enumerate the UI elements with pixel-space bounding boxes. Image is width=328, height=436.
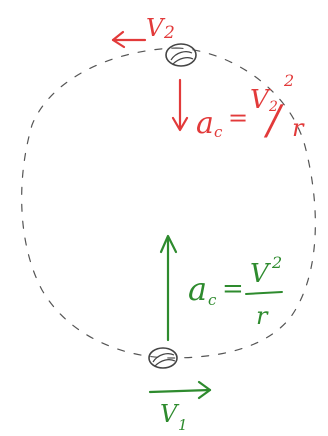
bottom-accel-numerator-power: 2 [271, 253, 282, 272]
top-velocity-arrow-icon [111, 30, 147, 49]
top-object-icon [165, 43, 197, 67]
top-accel-numerator-subscript: 2 [268, 99, 278, 115]
bottom-velocity-arrow-icon [148, 380, 212, 400]
top-accel-numerator-symbol: V [250, 85, 271, 115]
bottom-velocity-symbol: V [160, 400, 180, 428]
top-accel-equals: = [228, 104, 248, 132]
bottom-object-icon [148, 347, 178, 369]
top-accel-denominator: r [292, 114, 305, 142]
bottom-accel-denominator: r [256, 302, 269, 330]
bottom-accel-equals: = [222, 274, 244, 304]
bottom-velocity-subscript: 1 [178, 416, 188, 434]
bottom-acceleration-arrow-icon [159, 234, 178, 342]
bottom-velocity-label: V 1 [160, 400, 188, 434]
top-accel-subscript: c [214, 123, 223, 141]
top-velocity-subscript: 2 [163, 23, 175, 43]
top-accel-slash: / [263, 98, 284, 144]
top-acceleration-arrow-icon [171, 78, 189, 132]
circular-path [21, 47, 316, 359]
top-accel-numerator-power: 2 [283, 71, 294, 90]
bottom-accel-subscript: c [208, 291, 217, 309]
bottom-fraction-bar [245, 291, 283, 295]
bottom-acceleration-equation: a c = V 2 r [188, 253, 282, 330]
bottom-accel-symbol: a [188, 270, 207, 308]
top-acceleration-equation: a c = V 2 2 / r [196, 71, 305, 144]
bottom-accel-numerator-symbol: V [250, 259, 271, 289]
top-velocity-symbol: V [146, 14, 166, 42]
top-velocity-label: V 2 [146, 14, 175, 43]
top-accel-symbol: a [196, 106, 214, 141]
